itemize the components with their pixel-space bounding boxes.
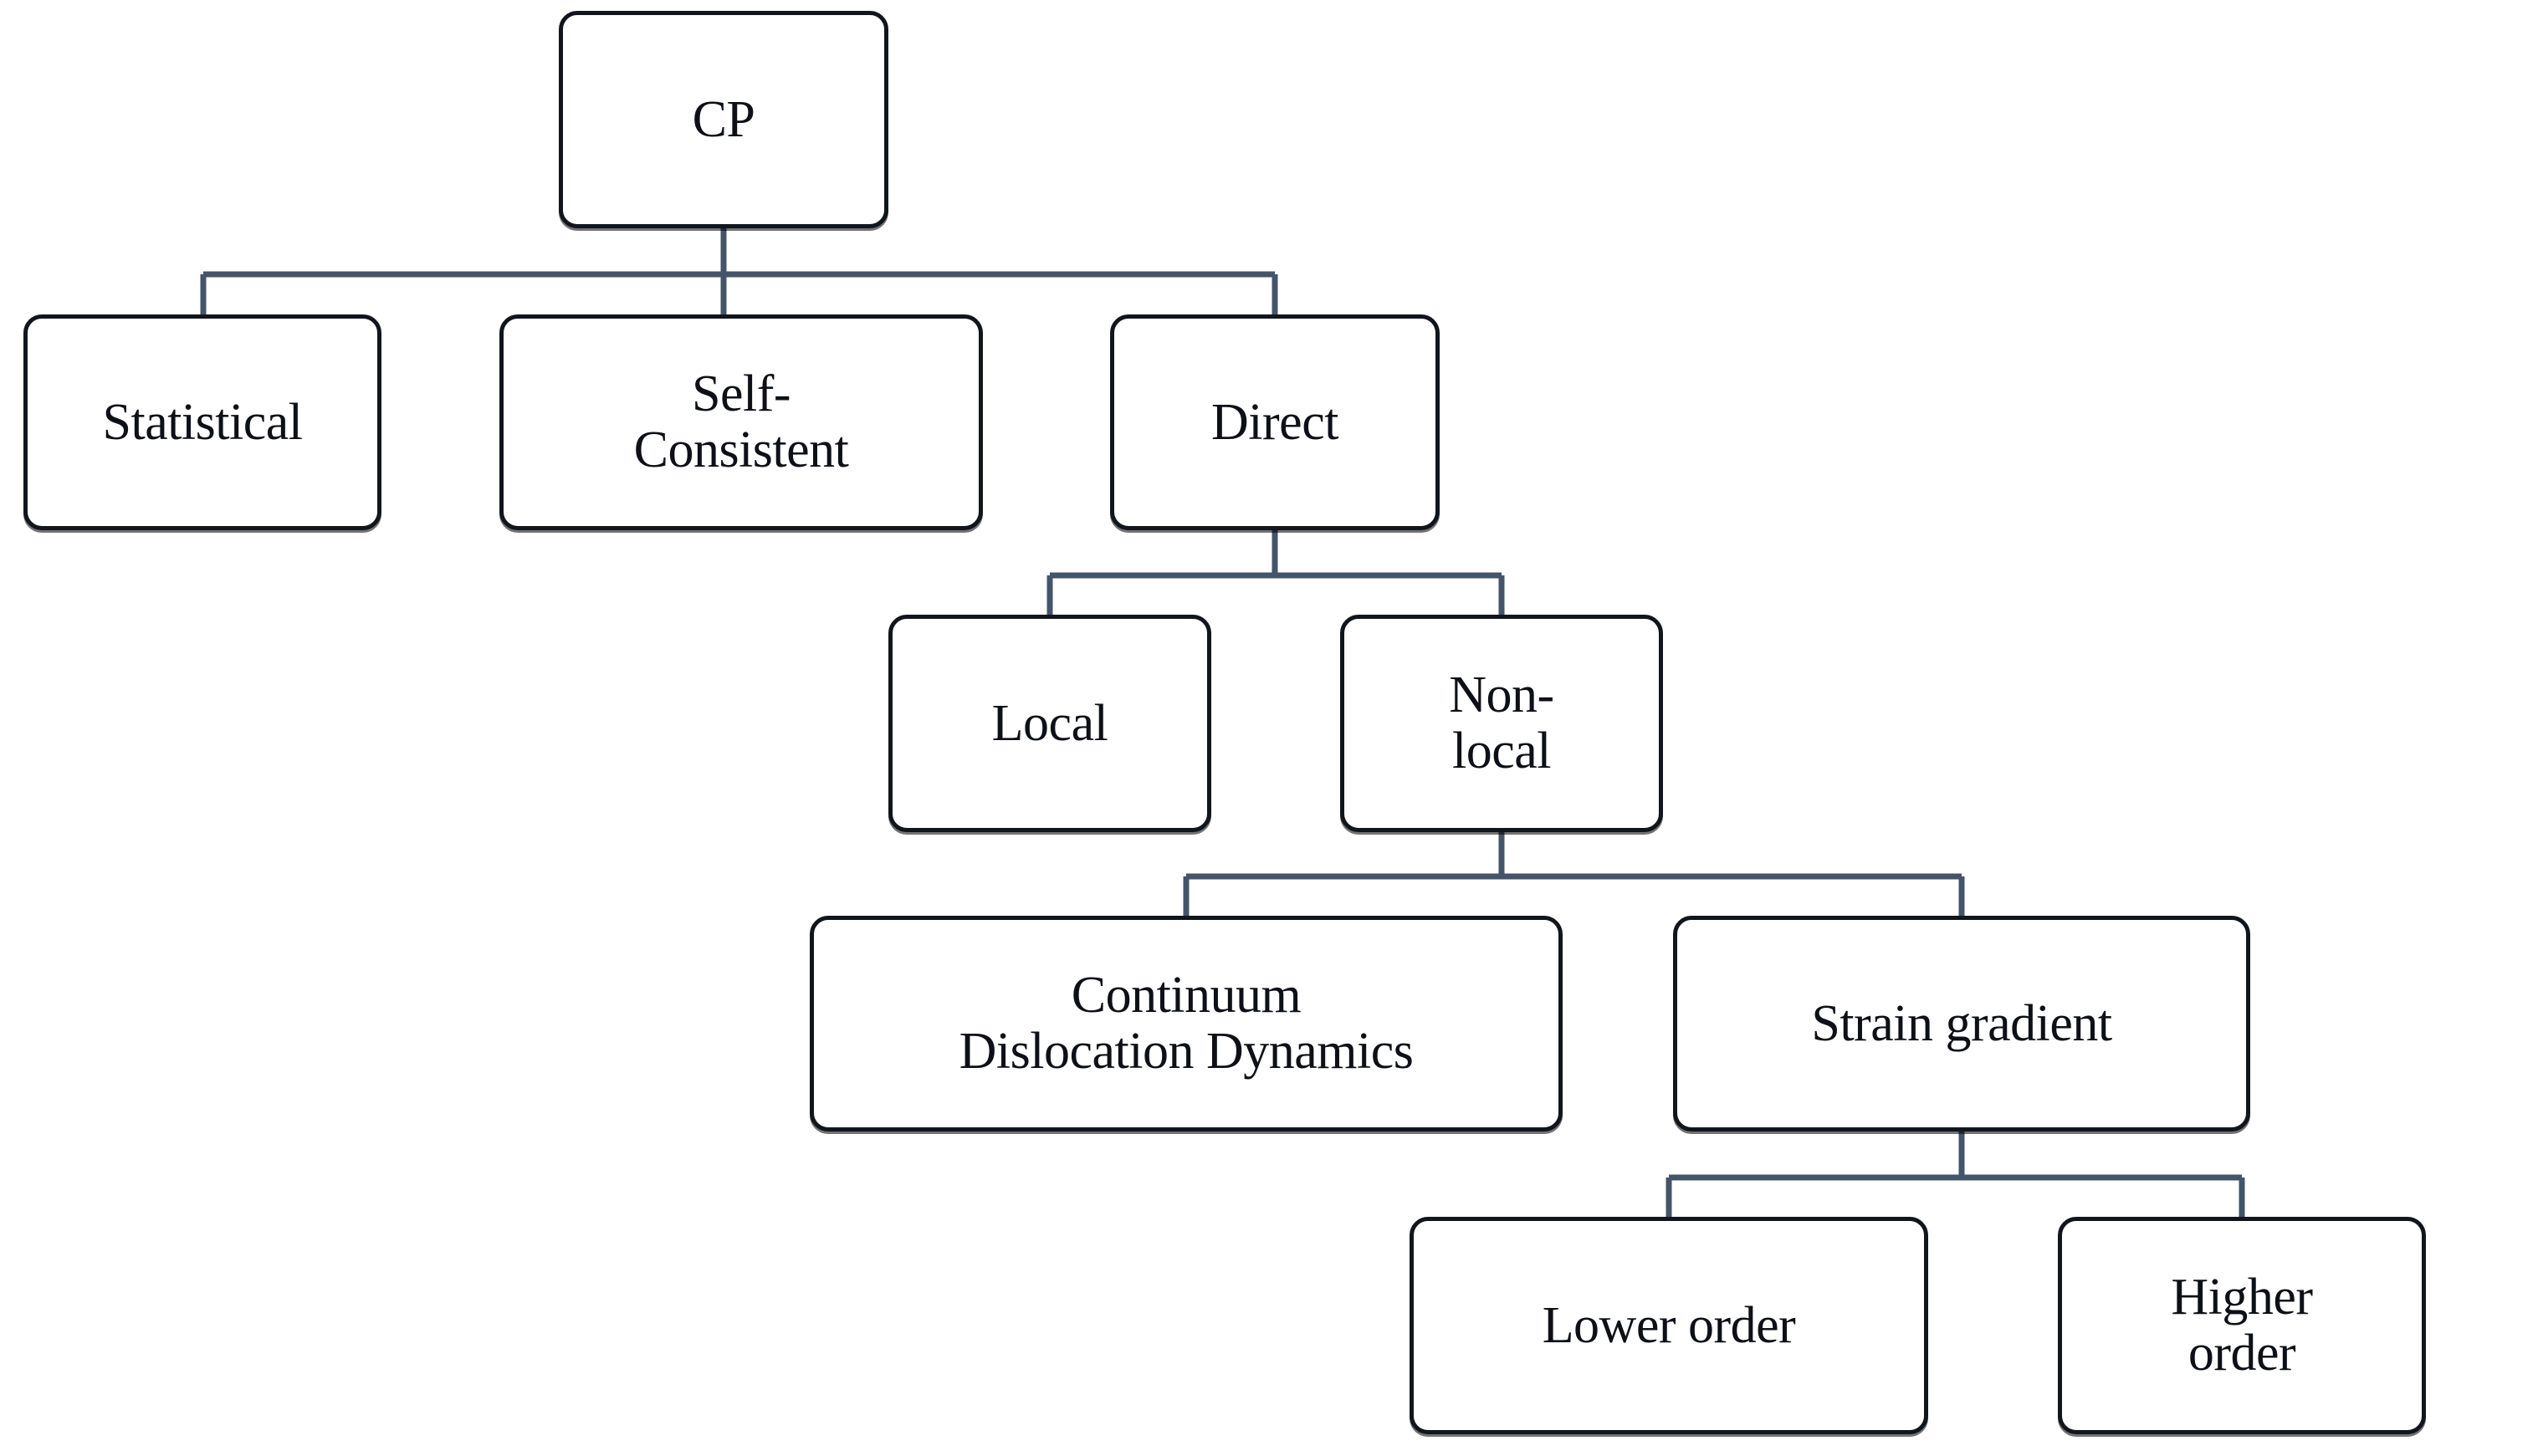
node-strain-gradient[interactable]: Strain gradient: [1673, 916, 2250, 1132]
node-self-consistent[interactable]: Self- Consistent: [499, 314, 983, 530]
node-nonlocal[interactable]: Non- local: [1340, 615, 1663, 832]
node-direct[interactable]: Direct: [1110, 314, 1440, 530]
node-statistical[interactable]: Statistical: [23, 314, 381, 530]
node-local[interactable]: Local: [888, 615, 1211, 832]
node-direct-label: Direct: [1211, 393, 1338, 451]
node-strain-gradient-label: Strain gradient: [1811, 994, 2112, 1052]
node-higher-order[interactable]: Higher order: [2058, 1217, 2426, 1434]
node-local-label: Local: [991, 694, 1108, 752]
node-continuum-dislocation-dynamics-label: Continuum Dislocation Dynamics: [959, 967, 1414, 1080]
node-nonlocal-label: Non- local: [1449, 667, 1554, 779]
node-self-consistent-label: Self- Consistent: [633, 365, 849, 478]
node-statistical-label: Statistical: [102, 393, 303, 451]
node-cp-label: CP: [692, 90, 755, 148]
node-lower-order[interactable]: Lower order: [1410, 1217, 1928, 1434]
node-higher-order-label: Higher order: [2171, 1269, 2313, 1382]
node-lower-order-label: Lower order: [1542, 1296, 1796, 1354]
node-cp[interactable]: CP: [559, 11, 888, 228]
node-continuum-dislocation-dynamics[interactable]: Continuum Dislocation Dynamics: [810, 916, 1563, 1132]
